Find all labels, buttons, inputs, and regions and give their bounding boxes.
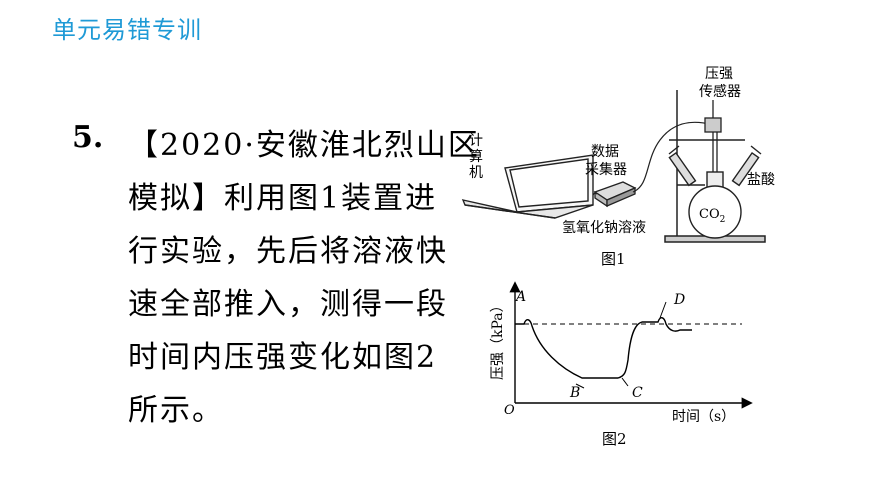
x-axis-label: 时间（s） bbox=[672, 409, 735, 425]
figure1-apparatus: 计 算 机 数据 采集器 压强 传感器 CO2 盐酸 氢氧化钠溶液 图1 bbox=[461, 66, 775, 268]
question-line-4: 速全部推入，测得一段 bbox=[128, 287, 448, 322]
origin-label: O bbox=[504, 403, 515, 418]
point-label-a: A bbox=[514, 289, 526, 305]
y-axis-label: 压强（kPa） bbox=[490, 298, 506, 380]
sensor-label-2: 传感器 bbox=[699, 83, 741, 100]
page-header: 单元易错专训 bbox=[52, 16, 202, 44]
computer-cable bbox=[592, 192, 598, 196]
pointer-c bbox=[621, 377, 629, 387]
point-label-c: C bbox=[632, 385, 643, 401]
question-line-1: 【2020·安徽淮北烈山区 bbox=[128, 128, 480, 163]
co2-label: CO2 bbox=[699, 207, 725, 225]
question-line-2: 模拟】利用图1装置进 bbox=[128, 181, 438, 216]
figure2-caption: 图2 bbox=[602, 430, 627, 448]
pressure-curve bbox=[515, 317, 692, 379]
question-line-6: 所示。 bbox=[128, 393, 224, 428]
computer-label-3: 机 bbox=[469, 165, 483, 181]
collector-cable bbox=[632, 121, 714, 193]
collector-label-2: 采集器 bbox=[585, 161, 627, 178]
sensor-label-1: 压强 bbox=[705, 66, 733, 82]
point-label-d: D bbox=[673, 292, 685, 308]
question-line-3: 行实验，先后将溶液快 bbox=[128, 234, 448, 269]
computer-icon bbox=[461, 154, 594, 219]
question-number: 5. bbox=[72, 120, 104, 155]
figure2-graph: A B C D O 时间（s） 压强（kPa） 图2 bbox=[490, 281, 753, 448]
pointer-b bbox=[575, 383, 585, 389]
acid-label: 盐酸 bbox=[747, 172, 775, 188]
data-collector-icon bbox=[593, 181, 637, 208]
pointer-d bbox=[659, 301, 667, 319]
computer-label-2: 算 bbox=[469, 149, 483, 165]
flask-icon bbox=[668, 145, 762, 239]
naoh-label: 氢氧化钠溶液 bbox=[562, 220, 646, 236]
collector-label-1: 数据 bbox=[591, 144, 619, 160]
computer-label-1: 计 bbox=[469, 133, 483, 149]
point-label-b: B bbox=[569, 385, 580, 401]
question-line-5: 时间内压强变化如图2 bbox=[128, 340, 438, 375]
figure1-caption: 图1 bbox=[601, 250, 626, 268]
